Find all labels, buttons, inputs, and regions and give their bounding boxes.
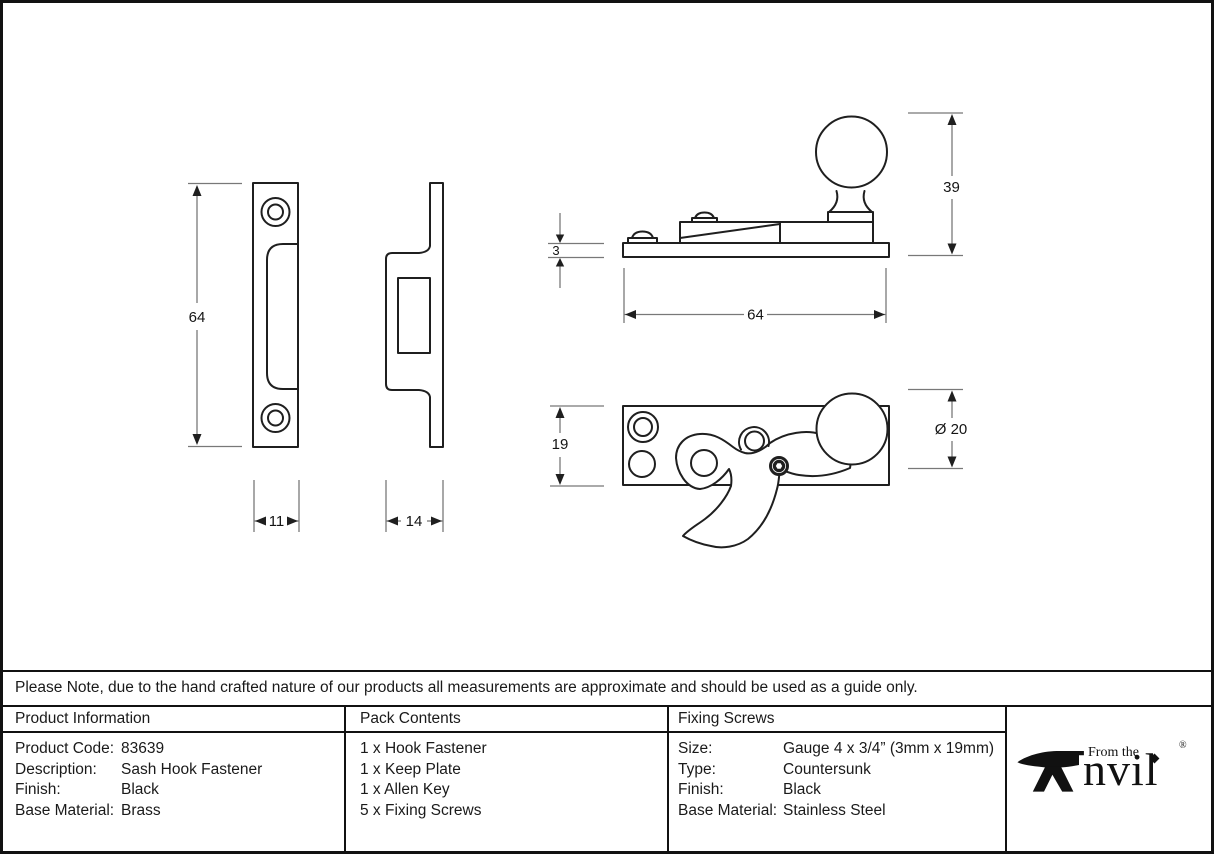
row-value: Stainless Steel	[783, 801, 886, 819]
base-plate-side	[622, 242, 890, 258]
table-row: Finish: Black	[678, 780, 994, 801]
pack-contents-title: Pack Contents	[360, 710, 461, 727]
product-information-title: Product Information	[15, 710, 151, 727]
dim-base-length: 64	[747, 307, 764, 324]
fixing-screws-title: Fixing Screws	[678, 710, 775, 727]
list-item: 1 x Allen Key	[360, 781, 450, 799]
table-row: Description: Sash Hook Fastener	[15, 760, 262, 781]
measurement-note: Please Note, due to the hand crafted nat…	[15, 679, 918, 696]
dim-knob-diameter: Ø 20	[935, 421, 968, 438]
technical-drawing: 64 11 14	[188, 112, 968, 549]
pack-contents-body: 1 x Hook Fastener 1 x Keep Plate 1 x All…	[360, 739, 487, 821]
row-label: Type:	[678, 760, 716, 778]
header-row-bottom-border	[0, 731, 1006, 733]
ball-knob-side	[815, 115, 888, 189]
row-label: Size:	[678, 740, 713, 757]
screw-hole-icon	[260, 197, 291, 227]
dim-total-height: 39	[943, 179, 960, 196]
keep-slot-side	[397, 277, 431, 354]
header-row-top-border	[0, 705, 1214, 707]
note-row-top-border	[0, 670, 1214, 672]
dim-keep-width: 11	[269, 513, 285, 530]
logo-word: nvil	[1083, 744, 1159, 795]
product-information-body: Product Code: 83639 Description: Sash Ho…	[15, 739, 262, 821]
dim-keep-side-width: 14	[406, 513, 423, 530]
list-item: 1 x Keep Plate	[360, 760, 461, 778]
row-label: Base Material:	[15, 801, 115, 819]
pivot-boss-arc	[738, 426, 770, 451]
registered-mark: ®	[1179, 740, 1187, 751]
row-value: Countersunk	[783, 760, 871, 778]
keep-slot-outline	[266, 243, 298, 390]
ball-knob-plan	[815, 392, 889, 466]
hook-hole	[690, 449, 718, 477]
fixing-screws-body: Size: Gauge 4 x 3/4” (3mm x 19mm) Type: …	[678, 739, 994, 821]
dim-plate-width: 19	[552, 436, 569, 453]
row-label: Finish:	[678, 781, 724, 799]
table-row: Size: Gauge 4 x 3/4” (3mm x 19mm)	[678, 739, 994, 760]
table-row: Base Material: Brass	[15, 801, 262, 822]
dim-plate-thickness: 3	[552, 243, 559, 258]
table-row: Base Material: Stainless Steel	[678, 801, 994, 822]
table-row: Product Code: 83639	[15, 739, 262, 760]
column-divider-1	[344, 705, 346, 854]
list-item: 1 x Hook Fastener	[360, 740, 487, 757]
row-value: 83639	[121, 740, 165, 757]
table-row: Finish: Black	[15, 780, 262, 801]
row-value: Black	[121, 781, 159, 799]
row-value: Black	[783, 781, 821, 799]
row-value: Sash Hook Fastener	[121, 760, 263, 778]
logo-prefix: From the	[1088, 745, 1139, 760]
column-divider-2	[667, 705, 669, 854]
list-item: 5 x Fixing Screws	[360, 801, 482, 819]
screw-hole-icon	[260, 403, 291, 433]
hook-fastener-side-view: 3 64 39	[548, 112, 963, 324]
pivot-pin	[744, 430, 765, 452]
column-divider-3	[1005, 705, 1007, 854]
anvil-icon	[1017, 751, 1084, 792]
from-the-anvil-logo: From the nvil ®	[1014, 740, 1200, 810]
keep-plate-front-view: 64 11	[188, 182, 300, 532]
screw-hole-icon	[627, 411, 659, 443]
row-value: Brass	[121, 801, 161, 819]
pivot-dome-icon	[694, 211, 715, 219]
row-label: Description:	[15, 760, 97, 778]
row-value: Gauge 4 x 3/4” (3mm x 19mm)	[783, 740, 995, 757]
table-row: Type: Countersunk	[678, 760, 994, 781]
dim-keep-height: 64	[189, 309, 206, 326]
row-label: Base Material:	[678, 801, 778, 819]
row-label: Finish:	[15, 781, 61, 799]
screw-head-icon	[631, 230, 654, 239]
keep-plate-side-view: 14	[385, 182, 444, 532]
hook-fastener-plan-view: 19 Ø 20	[550, 388, 968, 549]
row-label: Product Code:	[15, 740, 115, 757]
screw-hole-icon	[628, 450, 656, 478]
